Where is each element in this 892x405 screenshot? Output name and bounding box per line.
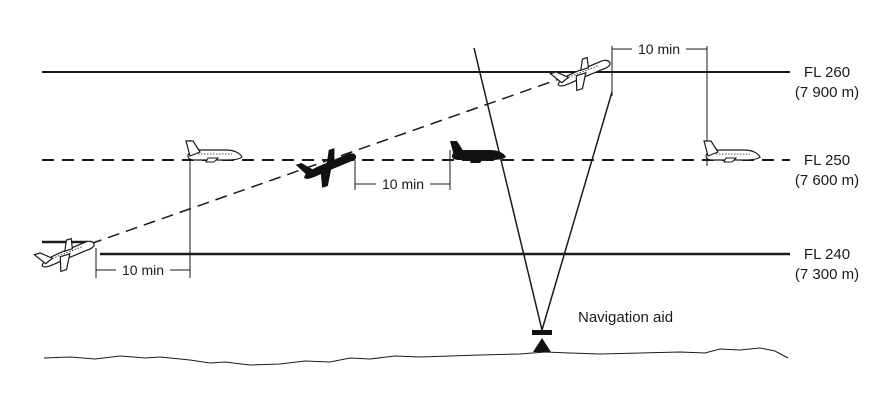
sep-top-label: 10 min <box>638 41 680 57</box>
nav-aid-bar <box>532 330 552 335</box>
nav-aid-beam-left <box>473 47 543 331</box>
aircraft-climbing-dark-icon <box>294 142 363 194</box>
fl240-label: FL 240 <box>804 246 850 263</box>
sep-mid-label: 10 min <box>382 176 424 192</box>
nav-aid-beam-right <box>541 91 613 331</box>
fl250-label: FL 250 <box>804 152 850 169</box>
fl260-label: FL 260 <box>804 64 850 81</box>
sep-bot-label: 10 min <box>122 262 164 278</box>
aircraft-climbing-start-icon <box>32 231 100 279</box>
ground-line <box>43 347 789 366</box>
fl250-alt: (7 600 m) <box>795 172 859 189</box>
fl240-alt: (7 300 m) <box>795 266 859 283</box>
climb-path <box>89 77 563 245</box>
fl260-alt: (7 900 m) <box>795 84 859 101</box>
nav-aid-triangle <box>533 338 551 352</box>
aircraft-fl250-right-icon <box>703 140 761 163</box>
aircraft-climbing-top-icon <box>548 50 616 98</box>
aircraft-fl250-left-icon <box>185 140 243 163</box>
nav-aid-label: Navigation aid <box>578 309 673 326</box>
